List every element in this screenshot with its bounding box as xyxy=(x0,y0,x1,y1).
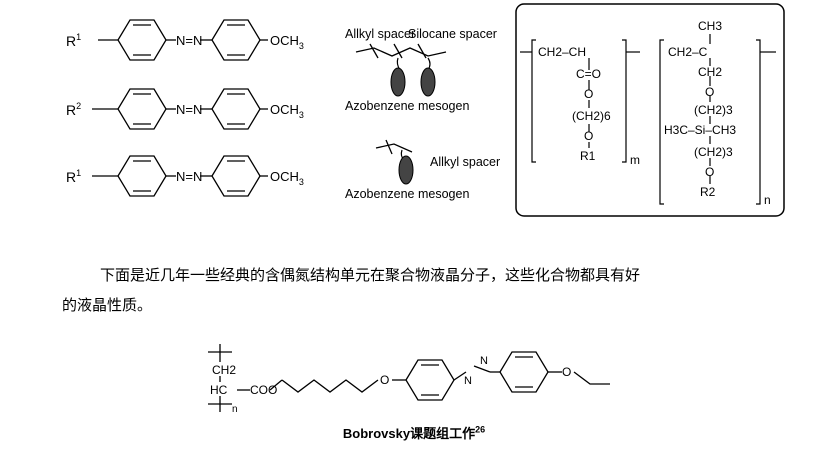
n-subscript: n xyxy=(232,404,238,415)
r-group-label: R1 xyxy=(66,168,81,185)
azo-n-label: N xyxy=(464,375,472,387)
spacer-cartoon-2: Allkyl spacer Azobenzene mesogen xyxy=(345,139,500,201)
azobenzene-scheme: R1 N=N OCH3 R2 N=N OCH3 R1 N=N OCH3 Allk… xyxy=(66,3,785,217)
spacer-cartoon-1: Allkyl spacer Silocane spacer Azobenzene… xyxy=(345,27,497,113)
figure-caption: Bobrovsky课题组工作26 xyxy=(0,423,828,442)
hc-label: HC xyxy=(210,383,228,397)
silane-label: H3C–Si–CH3 xyxy=(664,123,736,137)
bobrovsky-structure: CH2 HC COO n O N N O xyxy=(208,344,610,415)
oxygen-label: O xyxy=(584,87,593,101)
ethoxy-oxygen-label: O xyxy=(562,365,571,379)
backbone-label: CH2–CH xyxy=(538,45,586,59)
r-group-label: R1 xyxy=(66,32,81,49)
r1-label: R1 xyxy=(580,149,596,163)
silocane-spacer-label: Silocane spacer xyxy=(408,27,497,41)
polymer-structure-box xyxy=(515,3,785,217)
alkyl-chain-label: (CH2)6 xyxy=(572,109,611,123)
azo-label: N=N xyxy=(176,102,202,117)
carbonyl-label: C=O xyxy=(576,67,601,81)
alkyl-spacer-label: Allkyl spacer xyxy=(430,155,500,169)
polymer-right-repeat xyxy=(659,34,776,205)
ether-oxygen-label: O xyxy=(380,373,389,387)
monomer-row-3 xyxy=(92,155,268,197)
ester-label: COO xyxy=(250,383,277,397)
structure-bonds xyxy=(208,344,610,412)
monomer-row-2 xyxy=(92,88,268,130)
reference-number: 26 xyxy=(475,424,486,435)
n-subscript: n xyxy=(764,193,771,207)
azo-label: N=N xyxy=(176,33,202,48)
oxygen-label: O xyxy=(705,85,714,99)
mesogen-ellipse xyxy=(390,67,406,97)
r2-label: R2 xyxy=(700,185,716,199)
backbone-label: CH2–C xyxy=(668,45,708,59)
mesogen-ellipse xyxy=(420,67,436,97)
body-text-line-2: 的液晶性质。 xyxy=(62,296,153,314)
methoxy-label: OCH3 xyxy=(270,102,304,120)
m-subscript: m xyxy=(630,153,640,167)
ch2-label: CH2 xyxy=(212,363,236,377)
body-text-line-1: 下面是近几年一些经典的含偶氮结构单元在聚合物液晶分子，这些化合物都具有好 xyxy=(100,266,641,284)
methoxy-label: OCH3 xyxy=(270,169,304,187)
r-group-label: R2 xyxy=(66,101,81,118)
azo-n-label: N xyxy=(480,355,488,367)
polymer-left-repeat xyxy=(520,39,640,163)
oxygen-label: O xyxy=(705,165,714,179)
mesogen-label: Azobenzene mesogen xyxy=(345,99,469,113)
propyl-chain-label: (CH2)3 xyxy=(694,145,733,159)
methoxy-label: OCH3 xyxy=(270,33,304,51)
alkyl-spacer-label: Allkyl spacer xyxy=(345,27,415,41)
mesogen-ellipse xyxy=(398,155,414,185)
propyl-chain-label: (CH2)3 xyxy=(694,103,733,117)
caption-text: Bobrovsky课题组工作 xyxy=(342,426,476,441)
monomer-row-1 xyxy=(98,19,268,61)
mesogen-label: Azobenzene mesogen xyxy=(345,187,469,201)
methylene-label: CH2 xyxy=(698,65,722,79)
oxygen-label: O xyxy=(584,129,593,143)
azo-label: N=N xyxy=(176,169,202,184)
methyl-label: CH3 xyxy=(698,19,722,33)
